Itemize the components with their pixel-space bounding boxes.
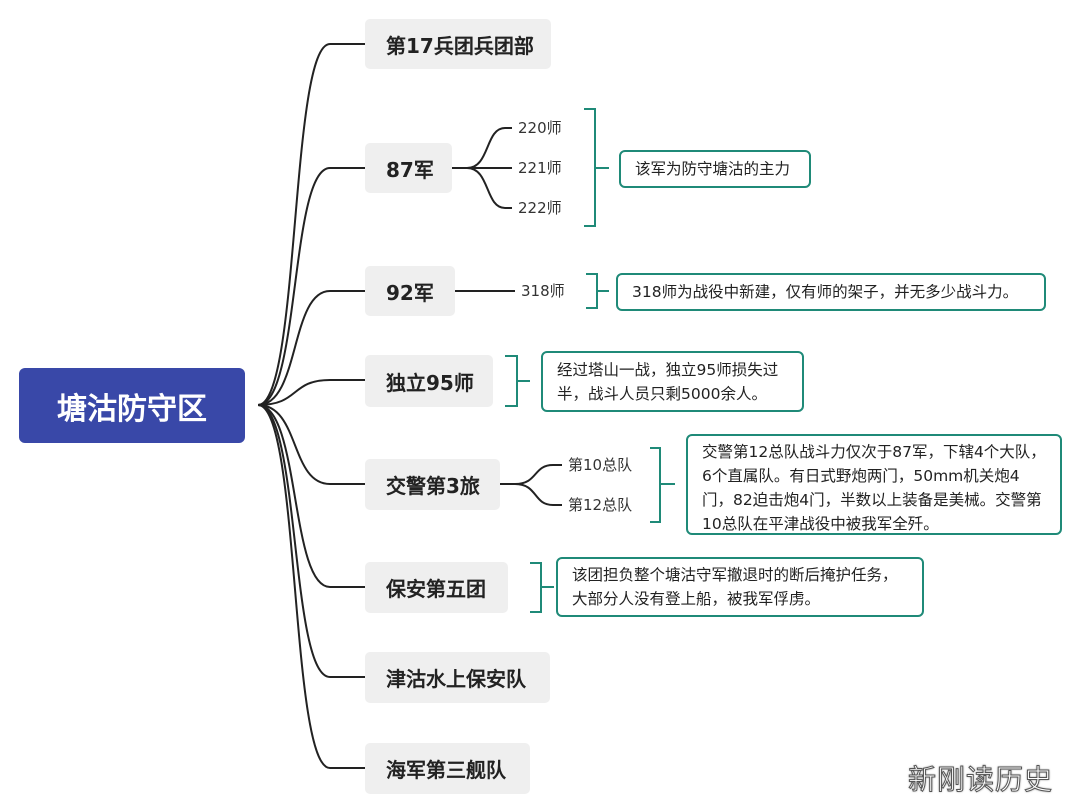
watermark-text: 新刚读历史 — [907, 763, 1054, 797]
note-traffic-police-3rd-brigade: 交警第12总队战斗力仅次于87军，下辖4个大队，6个直属队。有日式野炮两门，50… — [686, 434, 1062, 535]
link-root-b7 — [257, 404, 365, 769]
link-root-b2 — [257, 290, 365, 406]
note-security-5th-regiment: 该团担负整个塘沽守军撤退时的断后掩护任务，大部分人没有登上船，被我军俘虏。 — [556, 557, 924, 617]
leaf-220th-division[interactable]: 220师 — [518, 119, 562, 137]
branch-traffic-police-3rd-brigade[interactable]: 交警第3旅 — [365, 459, 500, 510]
branch-security-5th-regiment[interactable]: 保安第五团 — [365, 562, 508, 613]
root-node[interactable]: 塘沽防守区 — [19, 368, 245, 443]
branch-92nd-army[interactable]: 92军 — [365, 266, 455, 316]
branch-87th-army[interactable]: 87军 — [365, 143, 452, 193]
leaf-10th-detachment[interactable]: 第10总队 — [568, 456, 633, 474]
leaf-12th-detachment[interactable]: 第12总队 — [568, 496, 633, 514]
link-root-b1 — [257, 167, 365, 406]
note-92nd-army: 318师为战役中新建，仅有师的架子，并无多少战斗力。 — [616, 273, 1046, 311]
link-root-b5 — [257, 404, 365, 588]
link-root-b3 — [257, 379, 365, 406]
branch-17th-corps-hq[interactable]: 第17兵团兵团部 — [365, 19, 551, 69]
leaf-222nd-division[interactable]: 222师 — [518, 199, 562, 217]
link-root-b0 — [257, 43, 365, 406]
branch-navy-3rd-fleet[interactable]: 海军第三舰队 — [365, 743, 530, 794]
leaf-318th-division[interactable]: 318师 — [521, 282, 565, 300]
link-root-b4 — [257, 404, 365, 485]
leaf-221st-division[interactable]: 221师 — [518, 159, 562, 177]
branch-jingu-water-security[interactable]: 津沽水上保安队 — [365, 652, 550, 703]
note-independent-95th-division: 经过塔山一战，独立95师损失过半，战斗人员只剩5000余人。 — [541, 351, 804, 412]
note-87th-army: 该军为防守塘沽的主力 — [619, 150, 811, 188]
link-root-b6 — [257, 404, 365, 678]
branch-independent-95th-division[interactable]: 独立95师 — [365, 355, 493, 407]
